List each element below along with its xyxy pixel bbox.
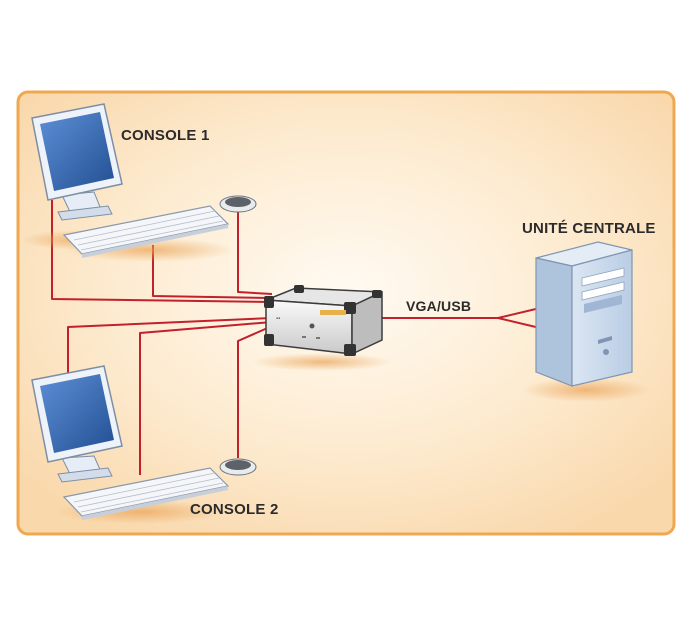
cable-console1-keyboard bbox=[152, 245, 273, 299]
vga-usb-label: VGA/USB bbox=[406, 298, 472, 314]
cable-console2-mouse bbox=[237, 325, 273, 458]
cable-console1-mouse bbox=[237, 212, 273, 295]
cable-vga bbox=[497, 307, 541, 319]
pc-tower-icon bbox=[535, 241, 633, 387]
console2-keyboard-icon bbox=[62, 467, 230, 520]
console1-monitor-icon bbox=[31, 103, 123, 221]
console1-keyboard-icon bbox=[62, 205, 230, 258]
shadow bbox=[252, 353, 392, 371]
central-unit-label: UNITÉ CENTRALE bbox=[522, 220, 656, 237]
console2-monitor-icon bbox=[31, 365, 123, 483]
svg-text:▪▪: ▪▪ bbox=[276, 316, 280, 322]
shadow bbox=[521, 378, 651, 402]
cable-usb bbox=[497, 317, 541, 329]
console1-label: CONSOLE 1 bbox=[121, 127, 210, 144]
cable-console2-keyboard bbox=[139, 321, 273, 475]
console2-mouse-icon bbox=[219, 458, 257, 476]
kvm-switch-icon: ▪▪ bbox=[264, 285, 383, 356]
cable-console2-monitor bbox=[67, 317, 273, 378]
console1-mouse-icon bbox=[219, 195, 257, 213]
console2-label: CONSOLE 2 bbox=[190, 501, 279, 518]
